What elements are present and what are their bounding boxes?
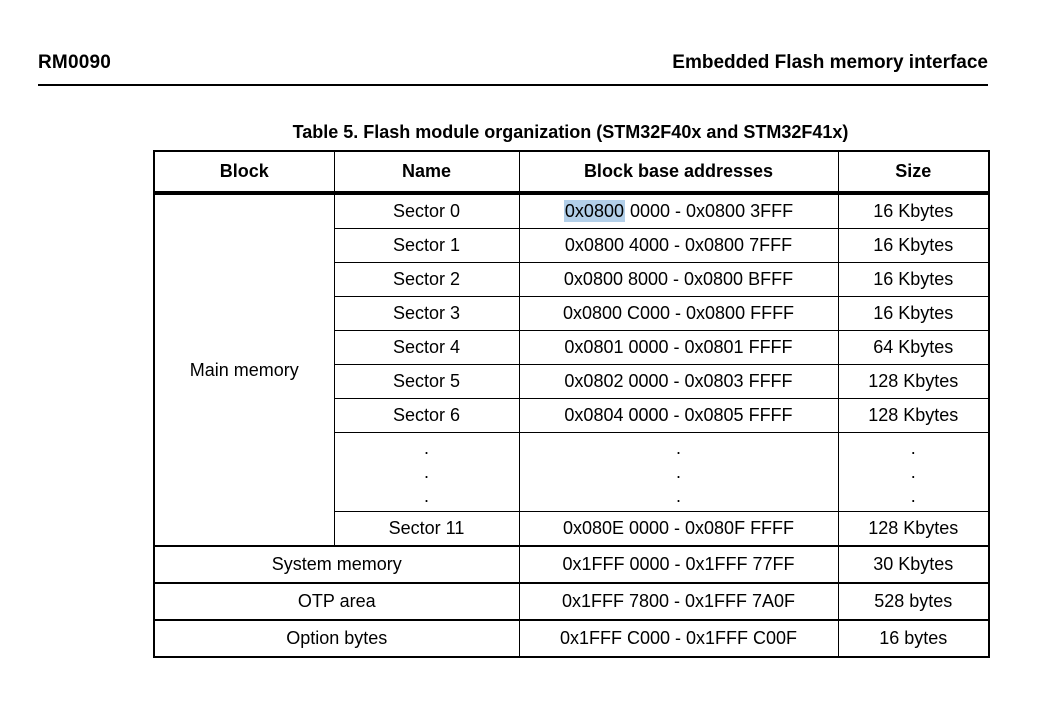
size-cell: 16 Kbytes <box>837 228 990 263</box>
size-cell: 16 Kbytes <box>837 262 990 297</box>
size-cell: 64 Kbytes <box>837 330 990 365</box>
address-cell: 0x0800 0000 - 0x0800 3FFF <box>518 192 839 229</box>
block-cell: System memory <box>153 545 520 584</box>
column-header-name: Name <box>333 150 520 195</box>
address-cell: 0x0800 8000 - 0x0800 BFFF <box>518 262 839 297</box>
chapter-title: Embedded Flash memory interface <box>672 52 988 73</box>
table-row-sector-1: Sector 1 0x0800 4000 - 0x0800 7FFF 16 Kb… <box>154 228 990 263</box>
table-row-ellipsis: . . . . . . . . . <box>154 432 990 512</box>
table-row-sector-0: Main memory Sector 0 0x0800 0000 - 0x080… <box>153 192 990 547</box>
table-row-otp-area: OTP area 0x1FFF 7800 - 0x1FFF 7A0F 528 b… <box>153 582 990 621</box>
doc-reference: RM0090 <box>38 52 112 73</box>
sector-name-cell: Sector 11 <box>333 511 520 547</box>
ellipsis-size-cell: . . . <box>837 432 990 512</box>
table-row-sector-6: Sector 6 0x0804 0000 - 0x0805 FFFF 128 K… <box>154 398 990 433</box>
block-cell: OTP area <box>153 582 520 621</box>
table-row-sector-2: Sector 2 0x0800 8000 - 0x0800 BFFF 16 Kb… <box>154 262 990 297</box>
ellipsis-dots: . . . <box>423 438 429 506</box>
table-row-sector-4: Sector 4 0x0801 0000 - 0x0801 FFFF 64 Kb… <box>154 330 990 365</box>
main-memory-cell: Main memory <box>153 192 335 547</box>
size-cell: 528 bytes <box>837 582 990 621</box>
address-cell: 0x0802 0000 - 0x0803 FFFF <box>518 364 839 399</box>
size-cell: 30 Kbytes <box>837 545 990 584</box>
column-header-addresses: Block base addresses <box>518 150 839 195</box>
ellipsis-dots: . . . <box>910 438 916 506</box>
size-cell: 128 Kbytes <box>837 364 990 399</box>
address-cell: 0x0800 C000 - 0x0800 FFFF <box>518 296 839 331</box>
table-row-option-bytes: Option bytes 0x1FFF C000 - 0x1FFF C00F 1… <box>153 619 990 658</box>
address-rest: 0000 - 0x0800 3FFF <box>624 201 794 221</box>
address-cell: 0x1FFF 0000 - 0x1FFF 77FF <box>518 545 839 584</box>
ellipsis-address-cell: . . . <box>518 432 839 512</box>
size-cell: 128 Kbytes <box>837 398 990 433</box>
sector-name-cell: Sector 0 <box>333 192 520 229</box>
address-cell: 0x0804 0000 - 0x0805 FFFF <box>518 398 839 433</box>
table-row-system-memory: System memory 0x1FFF 0000 - 0x1FFF 77FF … <box>153 545 990 584</box>
table-row-sector-5: Sector 5 0x0802 0000 - 0x0803 FFFF 128 K… <box>154 364 990 399</box>
address-cell: 0x0800 4000 - 0x0800 7FFF <box>518 228 839 263</box>
column-header-block: Block <box>153 150 335 195</box>
size-cell: 16 bytes <box>837 619 990 658</box>
sector-name-cell: Sector 3 <box>333 296 520 331</box>
block-cell: Option bytes <box>153 619 520 658</box>
table-row-sector-11: Sector 11 0x080E 0000 - 0x080F FFFF 128 … <box>154 511 990 547</box>
sector-name-cell: Sector 1 <box>333 228 520 263</box>
table-row-sector-3: Sector 3 0x0800 C000 - 0x0800 FFFF 16 Kb… <box>154 296 990 331</box>
ellipsis-dots: . . . <box>675 438 681 506</box>
sector-name-cell: Sector 4 <box>333 330 520 365</box>
header-rule <box>38 84 988 86</box>
selected-text: 0x0800 <box>563 200 625 222</box>
address-cell: 0x1FFF C000 - 0x1FFF C00F <box>518 619 839 658</box>
column-header-size: Size <box>837 150 990 195</box>
address-cell: 0x0801 0000 - 0x0801 FFFF <box>518 330 839 365</box>
table-caption: Table 5. Flash module organization (STM3… <box>292 122 849 142</box>
sector-name-cell: Sector 6 <box>333 398 520 433</box>
flash-organization-table: Block Name Block base addresses Size Mai… <box>153 150 990 658</box>
size-cell: 16 Kbytes <box>837 192 990 229</box>
size-cell: 128 Kbytes <box>837 511 990 547</box>
address-cell: 0x1FFF 7800 - 0x1FFF 7A0F <box>518 582 839 621</box>
table-header-row: Block Name Block base addresses Size <box>153 150 990 195</box>
ellipsis-name-cell: . . . <box>333 432 520 512</box>
size-cell: 16 Kbytes <box>837 296 990 331</box>
sector-name-cell: Sector 5 <box>333 364 520 399</box>
address-cell: 0x080E 0000 - 0x080F FFFF <box>518 511 839 547</box>
sector-name-cell: Sector 2 <box>333 262 520 297</box>
